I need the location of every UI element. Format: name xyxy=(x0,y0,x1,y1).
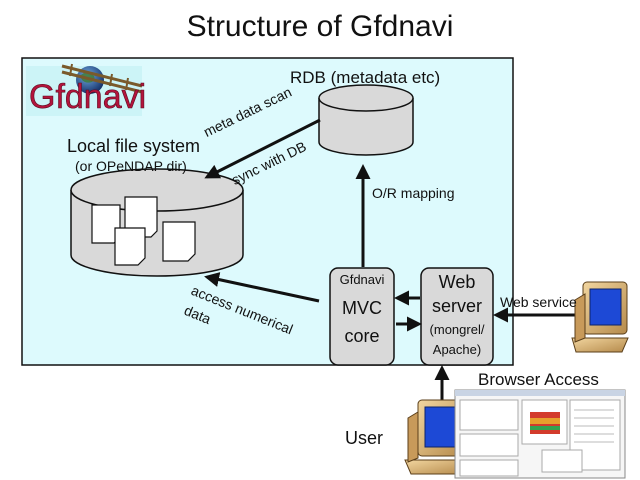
web-server-line2: server xyxy=(431,296,482,316)
globe-railway-icon xyxy=(61,63,143,94)
slide-title: Structure of Gfdnavi xyxy=(186,10,454,43)
user-label: User xyxy=(345,428,384,448)
web-server-line4: Apache) xyxy=(432,342,482,357)
mvc-core-line3: core xyxy=(344,326,380,346)
scan-arrow xyxy=(204,118,321,179)
mvc-core-line2: MVC xyxy=(342,298,382,318)
gfdnavi-logo: Gfdnavi xyxy=(26,63,146,116)
data-file-icons xyxy=(91,196,196,266)
access-arrow xyxy=(204,272,320,303)
or-mapping-label: O/R mapping xyxy=(372,185,455,201)
filesystem-sublabel: (or OPeNDAP dir) xyxy=(75,158,187,174)
web-server-line3: (mongrel/ xyxy=(429,322,485,337)
web-server-line1: Web xyxy=(438,272,476,292)
file-icon xyxy=(114,227,146,266)
rdb-label: RDB (metadata etc) xyxy=(290,68,441,87)
file-icon xyxy=(162,221,196,262)
logo-text: Gfdnavi xyxy=(29,78,146,116)
computer-icon xyxy=(571,281,629,353)
rdb-cylinder xyxy=(318,84,414,156)
browser-access-label: Browser Access xyxy=(478,370,599,389)
filesystem-label: Local file system xyxy=(67,136,201,156)
browser-screenshot-icon xyxy=(454,389,626,479)
mvc-core-line1: Gfdnavi xyxy=(339,272,385,287)
mvc-core-box xyxy=(329,267,395,366)
web-service-label: Web service xyxy=(500,294,577,310)
